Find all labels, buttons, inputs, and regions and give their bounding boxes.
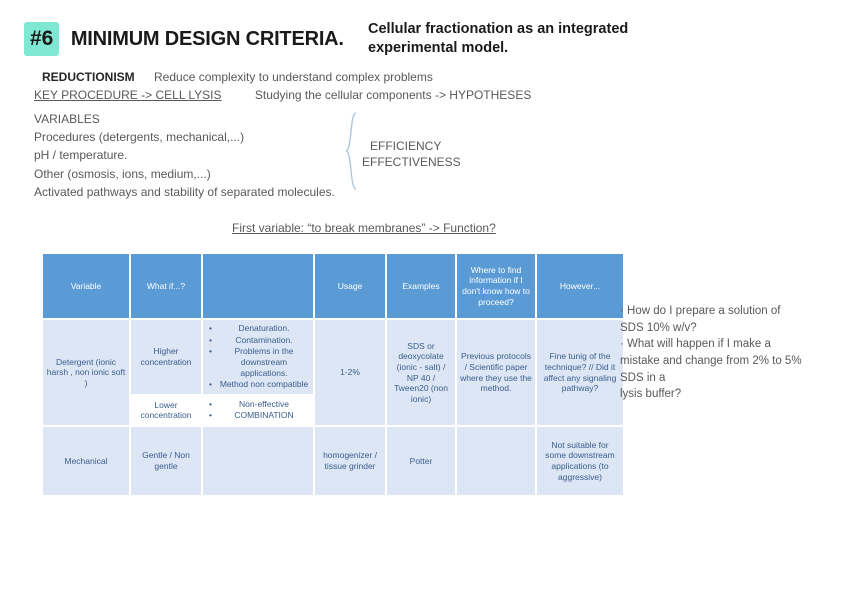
table-row: Lower concentration Non-effective COMBIN… xyxy=(43,395,623,425)
section-title: First variable: “to break membranes” -> … xyxy=(232,221,496,235)
cell-however-detergent: Fine tunig of the technique? // Did it a… xyxy=(537,320,623,425)
table-header-where: Where to find information if I don't kno… xyxy=(457,254,535,318)
cell-what-if-mechanical: Gentle / Non gentle xyxy=(131,427,201,495)
variables-list: VARIABLES Procedures (detergents, mechan… xyxy=(34,110,335,201)
lysis-methods-table: Variable What if...? Usage Examples Wher… xyxy=(41,252,623,497)
list-item: COMBINATION xyxy=(209,410,310,421)
cell-examples-detergent: SDS or deoxycolate (ionic - salt) / NP 4… xyxy=(387,320,455,425)
table-row: Detergent (ionic harsh , non ionic soft … xyxy=(43,320,623,425)
list-item: Non-effective xyxy=(209,399,310,410)
variables-item-2: Other (osmosis, ions, medium,...) xyxy=(34,166,211,181)
page-title: MINIMUM DESIGN CRITERIA. xyxy=(70,27,344,50)
list-item: Problems in the downstream applications. xyxy=(209,346,310,378)
key-procedure-note: Studying the cellular components -> HYPO… xyxy=(254,88,532,102)
side-notes: · How do I prepare a solution of SDS 10%… xyxy=(620,303,842,403)
list-item: Method non compatible xyxy=(209,379,310,390)
cell-consequences-higher: Denaturation. Contamination. Problems in… xyxy=(203,320,313,394)
efficiency-effectiveness-labels: EFFICIENCY EFFECTIVENESS xyxy=(362,138,461,170)
table-header-however: However... xyxy=(537,254,623,318)
cell-consequences-lower: Non-effective COMBINATION xyxy=(203,395,313,425)
variables-item-0: Procedures (detergents, mechanical,...) xyxy=(34,130,245,145)
list-item: Denaturation. xyxy=(209,323,310,334)
cell-what-if-higher: Higher concentration xyxy=(131,320,201,394)
page-header: #6 MINIMUM DESIGN CRITERIA. Cellular fra… xyxy=(24,21,824,68)
effectiveness-label: EFFECTIVENESS xyxy=(362,155,461,170)
variables-heading: VARIABLES xyxy=(34,112,100,126)
cell-variable-mechanical: Mechanical xyxy=(43,427,129,495)
table-header-row: Variable What if...? Usage Examples Wher… xyxy=(43,254,623,318)
cell-examples-mechanical: Potter xyxy=(387,427,455,495)
key-procedure-row: KEY PROCEDURE -> CELL LYSIS Studying the… xyxy=(34,88,531,102)
variables-item-3: Activated pathways and stability of sepa… xyxy=(34,184,335,199)
side-note-line-0: · How do I prepare a solution of xyxy=(620,305,781,317)
slide-number-badge: #6 xyxy=(24,22,60,56)
cell-usage-detergent: 1-2% xyxy=(315,320,385,425)
reductionism-row: REDUCTIONISM Reduce complexity to unders… xyxy=(42,70,433,84)
list-item: Contamination. xyxy=(209,335,310,346)
reductionism-label: REDUCTIONISM xyxy=(42,70,135,84)
key-procedure-label: KEY PROCEDURE -> CELL LYSIS xyxy=(34,88,222,102)
side-note-line-4: SDS in a xyxy=(620,371,666,384)
cell-however-mechanical: Not suitable for some downstream applica… xyxy=(537,427,623,495)
table-header-what-if: What if...? xyxy=(131,254,201,318)
side-note-line-1: SDS 10% w/v? xyxy=(620,321,697,334)
reductionism-text: Reduce complexity to understand complex … xyxy=(154,70,433,84)
cell-consequences-mechanical xyxy=(203,427,313,495)
cell-usage-mechanical: homogenizer / tissue grinder xyxy=(315,427,385,495)
cell-what-if-lower: Lower concentration xyxy=(131,395,201,425)
table-header-examples: Examples xyxy=(387,254,455,318)
table-row: Mechanical Gentle / Non gentle homogeniz… xyxy=(43,427,623,495)
table-header-variable: Variable xyxy=(43,254,129,318)
variables-item-1: pH / temperature. xyxy=(34,148,128,163)
side-note-line-5: lysis buffer? xyxy=(620,388,682,401)
side-note-line-3: mistake and change from 2% to 5% xyxy=(620,355,802,368)
table-header-usage: Usage xyxy=(315,254,385,318)
table-header-blank xyxy=(203,254,313,318)
efficiency-label: EFFICIENCY xyxy=(370,139,442,153)
cell-where-detergent: Previous protocols / Scientific paper wh… xyxy=(457,320,535,425)
cell-where-mechanical xyxy=(457,427,535,495)
side-note-line-2: · What will happen if I make a xyxy=(620,338,771,351)
page-subtitle: Cellular fractionation as an integrated … xyxy=(368,21,629,57)
curly-brace-icon xyxy=(345,112,359,190)
cell-variable-detergent: Detergent (ionic harsh , non ionic soft … xyxy=(43,320,129,425)
